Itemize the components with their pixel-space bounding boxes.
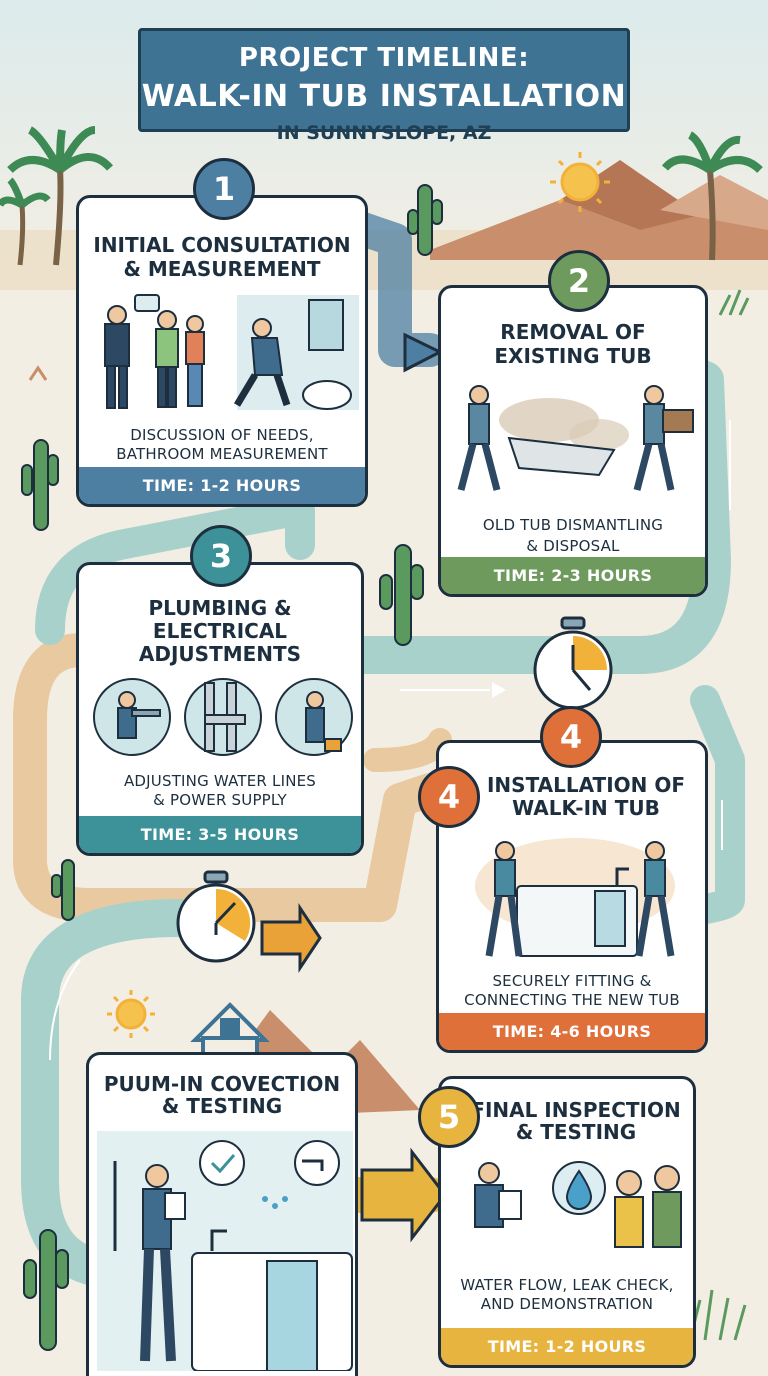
palm-tree-icon [0,126,763,266]
house-icon [190,1002,270,1060]
step-title-line: PLUMBING & [148,596,292,620]
plumbing-illustration [93,678,353,756]
step-description: & POWER SUPPLY [153,791,287,809]
final-inspection-illustration [474,1161,682,1248]
step-title-line: EXISTING TUB [494,344,652,368]
time-bar: TIME: 1-2 HOURS [441,1328,693,1365]
step-description: ADJUSTING WATER LINES [123,772,317,790]
tub-installation-illustration [475,838,675,957]
step-description: AND DEMONSTRATION [480,1295,654,1313]
step-description: WATER FLOW, LEAK CHECK, [460,1276,674,1294]
step-1-card: INITIAL CONSULTATION & MEASUREMENT DISCU… [76,195,368,507]
step-description: & DISPOSAL [526,537,620,555]
step-4-badge: 4 [540,706,602,768]
step-5-card: FINAL INSPECTION & TESTING WATER FLOW, L… [438,1076,696,1368]
title-line-1: PROJECT TIMELINE: [238,43,530,73]
step-title-line: & TESTING [515,1120,637,1144]
step-title-line: REMOVAL OF [500,320,646,344]
title-banner: PROJECT TIMELINE: WALK-IN TUB INSTALLATI… [138,28,630,132]
step-title-line: PUUM-IN COVECTION [103,1072,341,1096]
water-drop-icon [262,1196,288,1209]
step-description: SECURELY FITTING & [492,972,652,990]
location-subtitle: IN SUNNYSLOPE, AZ [276,122,492,144]
step-title-line: ADJUSTMENTS [138,642,302,666]
title-line-2: WALK-IN TUB INSTALLATION [141,79,627,114]
step-description: BATHROOM MEASUREMENT [116,445,328,463]
tub-removal-illustration [457,385,694,491]
step-title-line: & TESTING [161,1094,283,1118]
step-4-badge-secondary: 4 [418,766,480,828]
step-5-badge: 5 [418,1086,480,1148]
consultation-illustration [104,294,359,410]
step-title-line: WALK-IN TUB [512,796,660,820]
step-description: CONNECTING THE NEW TUB [464,991,680,1009]
step-title-line: & MEASUREMENT [123,257,321,281]
step-title-line: INSTALLATION OF [486,773,686,797]
time-bar: TIME: 3-5 HOURS [79,816,361,853]
step-title-line: ELECTRICAL [152,619,288,643]
step-1-badge: 1 [193,158,255,220]
step-title-line: FINAL INSPECTION [471,1098,681,1122]
time-bar: TIME: 4-6 HOURS [439,1013,705,1050]
cactus-icon [21,184,443,1351]
step-description: DISCUSSION OF NEEDS, [130,426,314,444]
sun-icon [107,152,610,1038]
step-2-badge: 2 [548,250,610,312]
stopwatch-icon [176,616,613,963]
step-3-badge: 3 [190,525,252,587]
step-3-card: PLUMBING & ELECTRICAL ADJUSTMENTS ADJUST… [76,562,364,856]
step-4-card: INSTALLATION OF WALK-IN TUB SECURELY FIT… [436,740,708,1053]
step-description: OLD TUB DISMANTLING [482,516,664,534]
step-2-card: REMOVAL OF EXISTING TUB OLD TUB DISMANTL… [438,285,708,597]
time-bar: TIME: 1-2 HOURS [79,467,365,504]
connection-testing-card: PUUM-IN COVECTION & TESTING [86,1052,358,1376]
time-bar: TIME: 2-3 HOURS [441,557,705,594]
connection-illustration [97,1131,353,1371]
arrow-icon [260,332,506,1243]
step-title-line: INITIAL CONSULTATION [93,233,351,257]
